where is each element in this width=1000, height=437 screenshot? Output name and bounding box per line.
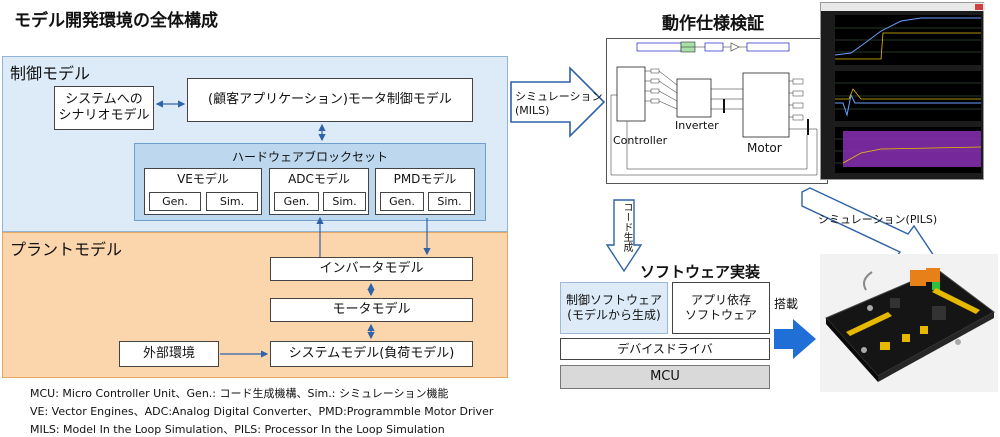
ve-model-box: VEモデル xyxy=(144,168,262,215)
install-label: 搭載 xyxy=(774,297,799,311)
hw-block-set-label: ハードウェアブロックセット xyxy=(231,150,388,164)
plant-model-label: プラントモデル xyxy=(10,240,123,259)
ve-gen-box: Gen. xyxy=(149,192,201,211)
note-line-2: VE: Vector Engines、ADC:Analog Digital Co… xyxy=(30,405,494,418)
motor-control-model-box: (顧客アプリケーション)モータ制御モデル xyxy=(187,78,473,122)
app-software-box: アプリ依存 ソフトウェア xyxy=(672,282,770,334)
scope-waveforms xyxy=(821,3,985,173)
control-model-label: 制御モデル xyxy=(10,64,91,83)
board-photo xyxy=(820,254,998,392)
note-line-3: MILS: Model In the Loop Simulation、PILS:… xyxy=(30,423,445,436)
mcu-box: MCU xyxy=(560,365,770,389)
inverter-model-box: インバータモデル xyxy=(270,257,473,281)
simulink-diagram xyxy=(610,41,818,176)
pmd-gen-box: Gen. xyxy=(380,192,424,211)
adc-model-label: ADCモデル xyxy=(288,172,350,186)
motor-model-box: モータモデル xyxy=(270,298,473,322)
sim-motor-label: Motor xyxy=(747,141,782,155)
ve-model-label: VEモデル xyxy=(177,172,229,186)
sim-controller-label: Controller xyxy=(613,134,668,147)
verification-title: 動作仕様検証 xyxy=(662,14,764,34)
pils-arrow-label: シミュレーション(PILS) xyxy=(818,213,938,226)
adc-sim-box: Sim. xyxy=(323,192,366,211)
diagram-connectors xyxy=(155,100,431,358)
mils-arrow-label: シミュレーション (MILS) xyxy=(515,90,603,117)
note-line-1: MCU: Micro Controller Unit、Gen.: コード生成機構… xyxy=(30,387,449,400)
mils-arrow xyxy=(510,66,606,138)
control-software-box: 制御ソフトウェア (モデルから生成) xyxy=(560,282,668,334)
main-title: モデル開発環境の全体構成 xyxy=(14,11,218,31)
adc-gen-box: Gen. xyxy=(274,192,319,211)
scenario-model-box: システムへの シナリオモデル xyxy=(54,86,154,130)
pmd-sim-box: Sim. xyxy=(428,192,471,211)
simulink-model-view: Controller Inverter Motor xyxy=(606,38,828,184)
ve-sim-box: Sim. xyxy=(206,192,258,211)
software-title: ソフトウェア実装 xyxy=(640,263,761,281)
pmd-model-label: PMDモデル xyxy=(393,172,457,186)
codegen-arrow xyxy=(606,199,642,273)
system-model-box: システムモデル(負荷モデル) xyxy=(270,341,473,367)
install-arrow xyxy=(774,319,816,359)
external-env-box: 外部環境 xyxy=(119,341,219,367)
sim-inverter-label: Inverter xyxy=(675,119,719,132)
board-illustration xyxy=(825,268,995,382)
codegen-arrow-label: コード生成 xyxy=(621,202,632,252)
device-driver-box: デバイスドライバ xyxy=(560,338,770,360)
scope-window xyxy=(820,2,985,180)
